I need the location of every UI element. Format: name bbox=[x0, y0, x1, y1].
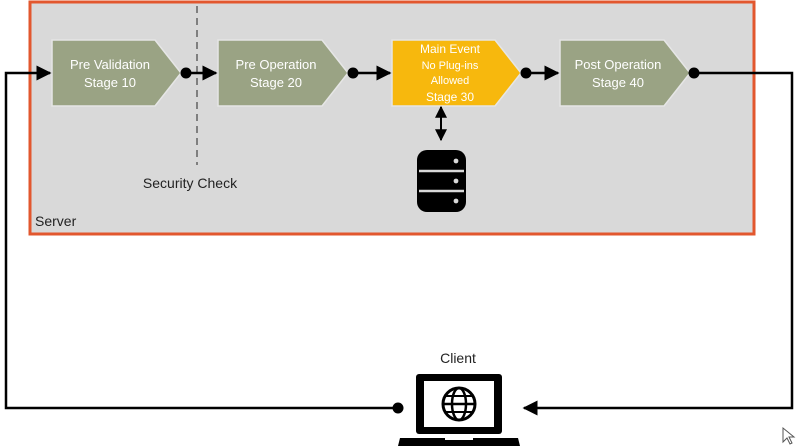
stage-pre-validation: Pre Validation Stage 10 bbox=[51, 39, 182, 107]
stage-number: Stage 30 bbox=[426, 90, 474, 104]
connector-stage4-to-client bbox=[522, 67, 794, 416]
stage-number: Stage 40 bbox=[592, 75, 644, 90]
stage-number: Stage 10 bbox=[84, 75, 136, 90]
server-box bbox=[28, 0, 756, 236]
connector-stage1-to-stage2 bbox=[180, 65, 218, 81]
cursor-icon bbox=[782, 426, 796, 445]
stage-pre-operation: Pre Operation Stage 20 bbox=[217, 39, 349, 107]
stage-post-operation: Post Operation Stage 40 bbox=[559, 39, 691, 107]
connector-stage3-to-stage4 bbox=[520, 65, 560, 81]
laptop-globe-icon bbox=[398, 374, 520, 446]
stage-name: Pre Validation bbox=[70, 57, 150, 72]
client-label: Client bbox=[440, 350, 476, 366]
stage-number: Stage 20 bbox=[250, 75, 302, 90]
stage-subtext: No Plug-ins bbox=[422, 60, 479, 72]
stage-name: Post Operation bbox=[575, 57, 662, 72]
security-check-label: Security Check bbox=[143, 175, 238, 191]
stage-main-event: Main Event No Plug-ins Allowed Stage 30 bbox=[391, 39, 522, 107]
server-label: Server bbox=[35, 213, 77, 229]
stage-name: Main Event bbox=[420, 42, 481, 56]
stage-name: Pre Operation bbox=[236, 57, 317, 72]
connector-stage2-to-stage3 bbox=[347, 65, 392, 81]
stage-subtext: Allowed bbox=[431, 75, 470, 87]
connector-client-to-stage1 bbox=[4, 65, 404, 414]
database-icon bbox=[417, 150, 466, 212]
